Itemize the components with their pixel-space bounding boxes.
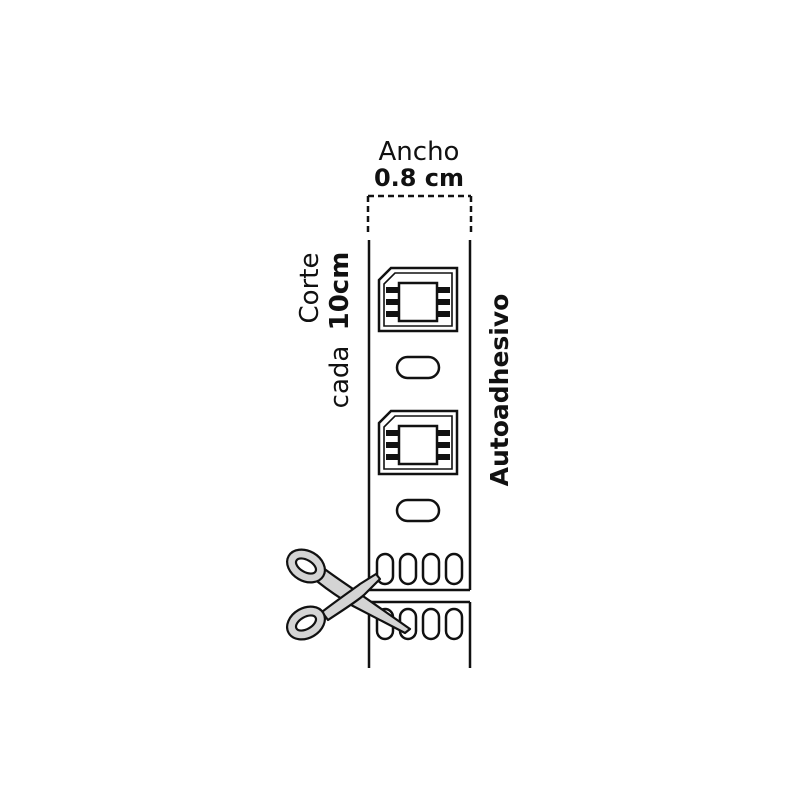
cut-label-line2-group: cada 10cm — [325, 252, 355, 409]
resistor-pad-icon — [395, 355, 441, 380]
adhesive-label: Autoadhesivo — [485, 294, 514, 487]
cut-label-line1: Corte — [295, 253, 325, 324]
cut-label-line1-group: Corte — [295, 253, 325, 324]
cut-label-value: 10cm — [325, 252, 355, 331]
resistor-pad-icon — [395, 498, 441, 523]
cut-label-prefix: cada — [325, 346, 355, 409]
copper-solder-pads-icon — [375, 552, 464, 586]
cut-label-line2: cada 10cm — [325, 252, 355, 409]
adhesive-label-group: Autoadhesivo — [485, 294, 514, 487]
width-value: 0.8 cm — [374, 164, 464, 192]
strip-upper-segment — [367, 240, 472, 592]
copper-solder-pads-icon — [375, 607, 464, 641]
smd-led-chip-icon — [377, 266, 459, 333]
smd-led-chip-icon — [377, 409, 459, 476]
width-label: Ancho — [379, 137, 460, 167]
width-dimension-bracket — [366, 194, 473, 236]
scissors-icon — [286, 548, 412, 641]
